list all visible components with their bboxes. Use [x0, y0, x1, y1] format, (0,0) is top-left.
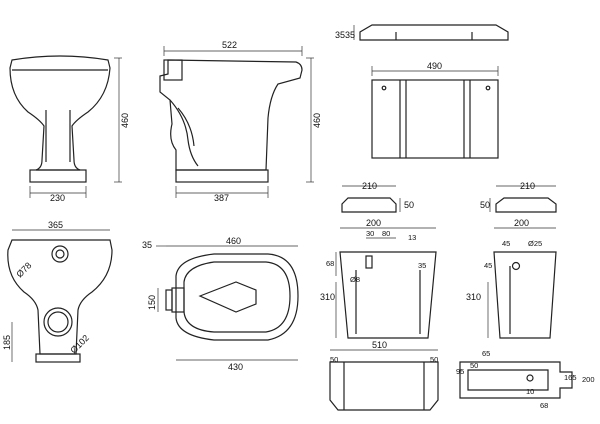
dim-front-base-width: 230: [50, 193, 65, 203]
dim-plan-right-68: 68: [540, 401, 548, 410]
dim-front-height: 460: [120, 113, 130, 128]
pan-plan-view: 365 Ø78 185 Ø102: [2, 220, 113, 363]
dim-plan-offset: 35: [142, 240, 152, 250]
dim-cist-side-68: 68: [326, 259, 334, 268]
dim-plan-width: 460: [226, 236, 241, 246]
dim-plan-right-95: 95: [456, 367, 464, 376]
dim-lid-left-width: 210: [362, 181, 377, 191]
dim-side-height: 460: [312, 113, 322, 128]
cistern-end-section: 200 45 Ø25 45 310: [466, 218, 557, 339]
dim-cist-end-height: 310: [466, 292, 481, 302]
pan-front-elevation: 460 230: [9, 55, 130, 203]
cistern-bottom-plan: 510 50 50: [329, 340, 439, 411]
dim-plan-right-50: 50: [470, 361, 478, 370]
dim-cist-side-80: 80: [382, 229, 390, 238]
dim-cist-side-top: 200: [366, 218, 381, 228]
dim-plan-hinge: 150: [147, 295, 157, 310]
cistern-side-section: 200 30 80 13 68 35 Ø8 310: [320, 218, 437, 339]
dim-plan-right-165: 165: [564, 373, 577, 382]
dim-pan-top-width: 365: [48, 220, 63, 230]
cistern-lid-elevation: 3535: [335, 24, 509, 41]
dim-cist-end-45b: 45: [484, 261, 492, 270]
dim-cist-bottom-width: 510: [372, 340, 387, 350]
dim-cist-side-30: 30: [366, 229, 374, 238]
dim-cist-side-13: 13: [408, 233, 416, 242]
cistern-small-plan: 65 50 95 165 200 10 68: [456, 349, 595, 410]
dim-cistern-width: 490: [427, 61, 442, 71]
cistern-front-elevation: 490: [371, 61, 499, 159]
dim-lid-right-height: 50: [480, 200, 490, 210]
dim-side-base: 387: [214, 193, 229, 203]
dim-plan-right-65: 65: [482, 349, 490, 358]
dim-plan-depth: 430: [228, 362, 243, 372]
dim-lid-thickness: 3535: [335, 30, 355, 40]
dim-lid-right-width: 210: [520, 181, 535, 191]
dim-cist-side-35: 35: [418, 261, 426, 270]
dim-cist-bottom-left: 50: [330, 355, 338, 364]
dim-inlet-dia: Ø102: [68, 333, 91, 356]
dim-cist-end-top: 200: [514, 218, 529, 228]
dim-cist-side-dia8: Ø8: [350, 275, 360, 284]
dim-plan-right-200: 200: [582, 375, 595, 384]
dim-outlet-dia: Ø78: [14, 260, 33, 279]
dim-lid-left-height: 50: [404, 200, 414, 210]
dim-side-width: 522: [222, 40, 237, 50]
lid-section-left: 210 50: [341, 181, 414, 213]
lid-section-right: 210 50: [480, 181, 557, 213]
dim-cist-side-height: 310: [320, 292, 335, 302]
dim-pan-inlet-offset: 185: [2, 335, 12, 350]
dim-plan-right-10: 10: [526, 387, 534, 396]
dim-cist-bottom-right: 50: [430, 355, 438, 364]
dim-cist-end-dia25: Ø25: [528, 239, 542, 248]
seat-plan-view: 460 35 150 430: [142, 236, 299, 372]
pan-side-elevation: 522 460 387: [159, 40, 322, 203]
dim-cist-end-45a: 45: [502, 239, 510, 248]
